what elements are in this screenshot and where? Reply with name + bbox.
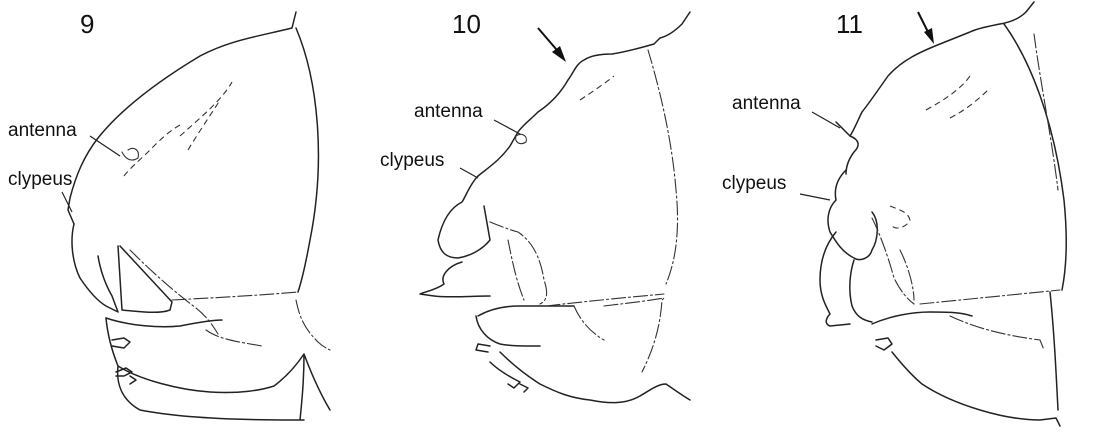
leader-antenna-11 bbox=[812, 112, 840, 128]
panel-11: 11 antenna clypeus bbox=[722, 2, 1066, 426]
arrowhead-10 bbox=[552, 46, 566, 62]
internal-suture-11d bbox=[950, 316, 1044, 350]
label-antenna-11: antenna bbox=[732, 93, 801, 114]
antenna-socket-9 bbox=[122, 148, 138, 160]
label-clypeus-11: clypeus bbox=[722, 173, 786, 194]
head-outline-9 bbox=[68, 12, 318, 292]
leader-clypeus-11 bbox=[800, 194, 830, 200]
internal-suture-9d bbox=[206, 330, 262, 346]
ocular-sulcus-11 bbox=[890, 206, 910, 228]
label-antenna-9: antenna bbox=[8, 120, 77, 141]
mandible-11 bbox=[820, 232, 850, 326]
clypeus-11 bbox=[828, 170, 877, 260]
head-outline-10 bbox=[478, 12, 690, 176]
labrum-11 bbox=[850, 260, 872, 322]
leader-clypeus-10 bbox=[460, 168, 478, 178]
mandible-9 bbox=[72, 224, 118, 312]
lower-outline-11 bbox=[872, 292, 1060, 426]
internal-suture-11b bbox=[872, 218, 914, 304]
label-antenna-10: antenna bbox=[414, 101, 483, 122]
antennal-ridge-9 bbox=[124, 124, 182, 176]
internal-suture-10b bbox=[490, 222, 547, 304]
internal-suture-11e bbox=[900, 250, 914, 300]
internal-suture-10d bbox=[546, 294, 664, 306]
internal-suture-10c bbox=[508, 240, 524, 300]
labium-9 bbox=[106, 318, 222, 327]
clypeus-10 bbox=[438, 176, 490, 258]
internal-suture-10e bbox=[574, 306, 604, 340]
head-outline-11 bbox=[836, 2, 1066, 290]
label-clypeus-9: clypeus bbox=[8, 169, 72, 190]
internal-suture-11c bbox=[920, 290, 1060, 304]
mandible-10 bbox=[420, 262, 490, 297]
figure-number-9: 9 bbox=[80, 9, 94, 39]
internal-suture-9c bbox=[296, 300, 330, 350]
leader-antenna-10 bbox=[494, 120, 520, 134]
labial-palp-10 bbox=[476, 344, 528, 392]
labrum-9 bbox=[118, 246, 172, 312]
figure-number-11: 11 bbox=[836, 9, 863, 39]
label-clypeus-10: clypeus bbox=[380, 150, 444, 171]
lower-outline-10 bbox=[478, 306, 690, 403]
eye-outline-11 bbox=[926, 76, 990, 118]
internal-suture-10f bbox=[604, 298, 664, 372]
internal-suture-10a bbox=[648, 50, 678, 284]
internal-suture-9a bbox=[172, 292, 298, 300]
maxilla-10 bbox=[476, 316, 540, 346]
eye-outline-9 bbox=[180, 82, 232, 150]
antenna-socket-10 bbox=[516, 134, 527, 143]
internal-suture-11a bbox=[1034, 34, 1058, 190]
leader-antenna-9 bbox=[90, 136, 120, 156]
eye-outline-10 bbox=[580, 76, 614, 100]
arrowhead-11 bbox=[924, 28, 934, 44]
panel-10: 10 antenna clypeus bbox=[380, 9, 690, 403]
figure-number-10: 10 bbox=[452, 9, 481, 39]
panel-9: 9 antenna clypeus bbox=[8, 9, 330, 420]
